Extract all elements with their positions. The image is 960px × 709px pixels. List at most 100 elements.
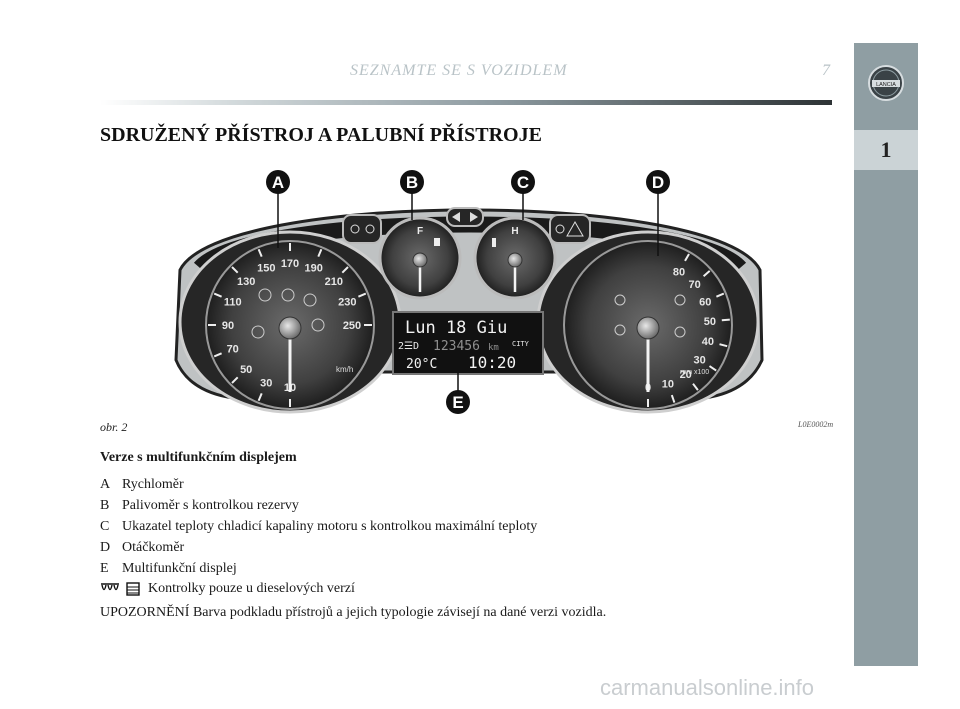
warning-triangle-icon <box>566 220 584 237</box>
dial-tick <box>721 318 730 322</box>
tach-tick-label: 30 <box>693 354 705 366</box>
header-rule <box>100 100 832 105</box>
callout-letter: A <box>272 173 284 192</box>
speed-tick-label: 110 <box>224 296 242 308</box>
legend-item: A Rychloměr <box>100 474 537 495</box>
display-gear: 2☰D <box>398 341 419 352</box>
tach-tick-label: 10 <box>662 379 674 391</box>
lancia-logo-icon: LANCIA <box>868 65 904 101</box>
speed-tick-label: 30 <box>260 377 272 389</box>
callout-letter: D <box>652 173 664 192</box>
dial-tick <box>257 248 263 257</box>
warning-light-icon <box>258 288 272 302</box>
multifunction-display: Lun 18 Giu 2☰D 123456 km CITY 20°C 10:20 <box>392 311 544 375</box>
callout-letter: E <box>452 393 463 412</box>
warning-light-icon <box>281 288 295 302</box>
speed-tick-label: 50 <box>240 364 252 376</box>
dial-tick <box>257 393 263 402</box>
dial-tick <box>719 343 728 348</box>
fuel-pump-icon <box>434 238 440 246</box>
dial-tick <box>670 394 676 403</box>
water-in-fuel-icon <box>126 582 140 596</box>
dial-tick <box>716 292 725 298</box>
tach-tick-label: 60 <box>699 296 711 308</box>
warning-note: UPOZORNĚNÍ Barva podkladu přístrojů a je… <box>100 605 607 620</box>
display-temperature: 20°C <box>406 357 437 372</box>
legend-text: Palivoměr s kontrolkou rezervy <box>122 498 299 513</box>
turn-left-icon <box>452 212 460 222</box>
legend-text: Ukazatel teploty chladicí kapaliny motor… <box>122 519 538 534</box>
legend-key: D <box>100 540 111 555</box>
callout-marker <box>511 170 535 194</box>
fog-light-rear-icon <box>555 224 565 234</box>
speed-tick-label: 210 <box>325 276 343 288</box>
tach-tick-label: 40 <box>702 336 714 348</box>
dial-tick <box>213 292 222 298</box>
callout-letter: B <box>406 173 418 192</box>
diesel-note: Kontrolky pouze u dieselových verzí <box>100 581 355 597</box>
legend-text: Multifunkční displej <box>122 561 237 576</box>
coolant-icon <box>492 238 496 247</box>
dial-tick <box>231 376 239 384</box>
page-number: 7 <box>822 62 830 79</box>
tach-tick-label: 80 <box>673 266 685 278</box>
speed-tick-label: 170 <box>281 258 299 270</box>
legend-list: A Rychloměr B Palivoměr s kontrolkou rezer… <box>100 474 537 579</box>
diesel-note-text: Kontrolky pouze u dieselových verzí <box>148 581 355 596</box>
dial-tick <box>317 248 323 257</box>
legend-key: E <box>100 561 109 576</box>
callout-marker <box>446 390 470 414</box>
legend-item: B Palivoměr s kontrolkou rezervy <box>100 495 537 516</box>
warning-light-icon <box>303 293 317 307</box>
section-title: SDRUŽENÝ PŘÍSTROJ A PALUBNÍ PŘÍSTROJE <box>100 124 542 146</box>
warning-light-icon <box>674 326 686 338</box>
fuel-label: F <box>417 226 423 237</box>
speed-tick-label: 90 <box>222 320 234 332</box>
warning-light-icon <box>674 294 686 306</box>
legend-item: C Ukazatel teploty chladicí kapaliny moto… <box>100 516 537 537</box>
chapter-side-tab: LANCIA 1 <box>854 43 918 666</box>
display-time: 10:20 <box>468 353 516 372</box>
callout-letter: C <box>517 173 529 192</box>
warning-light-icon <box>614 294 626 306</box>
legend-key: A <box>100 477 111 492</box>
speed-tick-label: 250 <box>343 320 361 332</box>
speed-tick-label: 190 <box>305 263 323 275</box>
dial-tick <box>341 266 349 274</box>
tach-tick-label: 20 <box>680 369 692 381</box>
lights-warning-pod <box>342 214 382 244</box>
speed-unit: km/h <box>336 365 353 374</box>
dial-tick <box>213 352 222 358</box>
tach-tick-label: 70 <box>688 279 700 291</box>
dial-tick <box>358 292 367 298</box>
speed-tick-label: 230 <box>338 296 356 308</box>
chapter-number: 1 <box>854 130 918 170</box>
speed-tick-label: 130 <box>237 276 255 288</box>
legend-item: E Multifunkční displej <box>100 558 537 579</box>
figure-code: L0E0002m <box>798 420 834 429</box>
legend-text: Rychloměr <box>122 477 184 492</box>
legend-key: C <box>100 519 110 534</box>
tach-unit: rpm x100 <box>680 369 709 376</box>
tach-tick-label: 50 <box>704 316 716 328</box>
turn-right-icon <box>470 212 478 222</box>
dial-tick <box>231 266 239 274</box>
low-beam-icon <box>365 224 375 234</box>
turn-signal-pod <box>446 207 484 227</box>
logo-box: LANCIA <box>854 43 918 123</box>
dial-tick <box>702 270 711 277</box>
legend-key: B <box>100 498 110 513</box>
instrument-cluster-figure: 1030507090110130150170190210230250 km/h … <box>100 160 836 428</box>
speed-hub <box>278 316 302 340</box>
temperature-gauge: H <box>473 216 557 300</box>
speed-tick-label: 150 <box>257 263 275 275</box>
speed-tick-label: 70 <box>227 344 239 356</box>
glow-plug-icon <box>101 583 119 591</box>
warning-light-icon <box>311 318 325 332</box>
figure-caption: obr. 2 <box>100 420 128 434</box>
dial-tick <box>692 383 699 391</box>
fog-light-icon <box>350 224 360 234</box>
warning-light-icon <box>614 324 626 336</box>
temp-label: H <box>511 226 518 237</box>
tachometer: 01020304050607080 rpm x100 <box>563 240 733 410</box>
